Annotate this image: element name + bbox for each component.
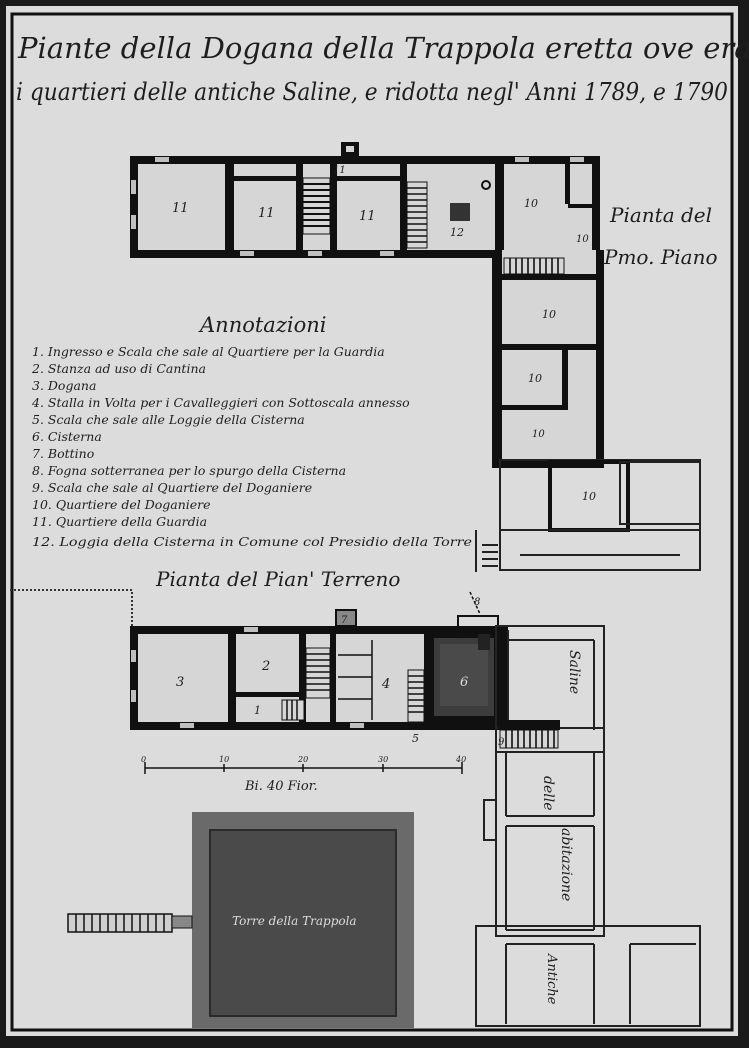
room-number: 9 [498, 737, 505, 748]
legend-item: 9. Scala che sale al Quartiere del Dogan… [32, 480, 312, 495]
ground-wall [299, 634, 306, 722]
upper-vertical-wing-interior [502, 250, 596, 460]
room-number: 10 [524, 197, 538, 210]
upper-wall [565, 164, 570, 204]
upper-staircase-junction [503, 257, 565, 275]
room-number: 6 [460, 675, 468, 690]
upper-wall [337, 176, 400, 181]
legend-item: 7. Bottino [32, 446, 94, 461]
legend-item: 10. Quartiere del Doganiere [32, 497, 211, 512]
tower: Torre della Trappola [67, 812, 414, 1028]
scale-tick: 30 [378, 755, 388, 764]
scale-label: Bi. 40 Fior. [244, 779, 318, 794]
scale-bar: 0 10 20 30 40 Bi. 40 Fior. [141, 755, 466, 794]
scale-tick: 0 [141, 755, 146, 764]
room-number: 5 [412, 732, 419, 745]
saline-label: abitazione [558, 828, 574, 901]
sheet-border [10, 12, 734, 1032]
legend-item: 1. Ingresso e Scala che sale al Quartier… [32, 344, 385, 359]
upper-staircase [302, 177, 331, 235]
upper-wall [234, 176, 296, 181]
legend-item: 12. Loggia della Cisterna in Comune col … [32, 534, 472, 549]
legend-item: 4. Stalla in Volta per i Cavalleggieri c… [31, 395, 410, 410]
title-line-1: Piante della Dogana della Trappola erett… [17, 31, 749, 65]
saline-wing-partition [498, 720, 560, 730]
saline-label: delle [540, 776, 556, 811]
room-number: 10 [576, 234, 589, 245]
ground-wall [236, 692, 299, 697]
upper-wall [296, 164, 303, 250]
room-number: 11 [359, 209, 376, 224]
ground-staircase [281, 699, 305, 721]
upper-lower-extension [475, 459, 701, 572]
tower-bridge [67, 913, 193, 933]
upper-floor-plan: 11 11 11 11 12 10 10 10 10 10 10 [130, 142, 701, 572]
loggia-column [481, 180, 491, 190]
stable-stalls [338, 640, 373, 720]
upper-window [131, 157, 584, 256]
upper-wall [400, 164, 407, 250]
scale-tick: 40 [455, 755, 466, 764]
legend-item: 2. Stanza ad uso di Cantina [31, 361, 206, 376]
annotations-heading: Annotazioni [198, 313, 326, 337]
ground-main-block-interior [138, 634, 424, 722]
ground-staircase [305, 647, 331, 699]
ground-staircase [407, 669, 425, 723]
upper-wall [568, 204, 596, 208]
upper-wall [502, 274, 596, 280]
room-number: 10 [528, 372, 542, 385]
legend-item: 5. Scala che sale alle Loggie della Cist… [32, 412, 305, 427]
room-number: 1 [254, 704, 261, 717]
loggia-cistern-well [450, 203, 470, 221]
ground-room-numbers: 1 2 3 4 5 6 7 8 9 [176, 597, 505, 748]
room-number: 7 [341, 615, 348, 626]
legend-item: 11. Quartiere della Guardia [32, 514, 207, 529]
room-number: 11 [172, 201, 189, 216]
upper-staircase [406, 181, 428, 249]
legend-item: 6. Cisterna [32, 429, 102, 444]
ground-window [131, 627, 364, 728]
upper-wall [330, 164, 337, 250]
room-number: 12 [450, 226, 464, 239]
saline-label: Saline [566, 650, 582, 694]
upper-chimney [346, 146, 354, 152]
upper-wall [495, 164, 504, 250]
room-number: 4 [381, 677, 390, 692]
ground-wall [228, 634, 236, 722]
saline-label: Antiche [544, 953, 559, 1005]
sewer-apparatus [457, 591, 499, 650]
upper-wall [562, 350, 568, 408]
legend-item: 3. Dogana [32, 378, 96, 393]
ground-floor-plan: 1 2 3 4 5 6 7 8 9 Saline delle abitazion… [10, 589, 701, 1027]
title-line-2: i quartieri delle antiche Saline, e rido… [16, 78, 728, 106]
upper-wall [502, 344, 596, 350]
legend-list: 1. Ingresso e Scala che sale al Quartier… [31, 344, 472, 549]
saline-staircase [499, 729, 559, 749]
ground-wall [424, 634, 432, 722]
room-number: 8 [474, 597, 480, 608]
room-number: 3 [176, 675, 184, 690]
upper-wall [225, 164, 234, 250]
upper-floor-label-line-1: Pianta del [609, 203, 712, 227]
tower-body [209, 829, 397, 1017]
room-number: 10 [532, 429, 545, 440]
tower-label: Torre della Trappola [232, 914, 357, 928]
room-number: 10 [582, 490, 596, 503]
courtyard-boundary [10, 589, 133, 630]
cistern-shadow [440, 644, 488, 706]
upper-room-numbers: 11 11 11 11 12 10 10 10 10 10 10 [172, 165, 596, 503]
room-number: 11 [258, 206, 275, 221]
upper-floor-label-line-2: Pmo. Piano [603, 245, 718, 269]
scale-tick: 10 [219, 755, 229, 764]
upper-wall [502, 405, 568, 410]
ground-floor-label: Pianta del Pian' Terreno [155, 567, 400, 591]
legend-item: 8. Fogna sotterranea per lo spurgo della… [32, 463, 346, 478]
bottino [335, 609, 357, 627]
scale-tick: 20 [297, 755, 308, 764]
room-number: 11 [333, 165, 346, 176]
room-number: 10 [542, 308, 556, 321]
ground-wall [330, 634, 336, 722]
room-number: 2 [261, 659, 270, 674]
